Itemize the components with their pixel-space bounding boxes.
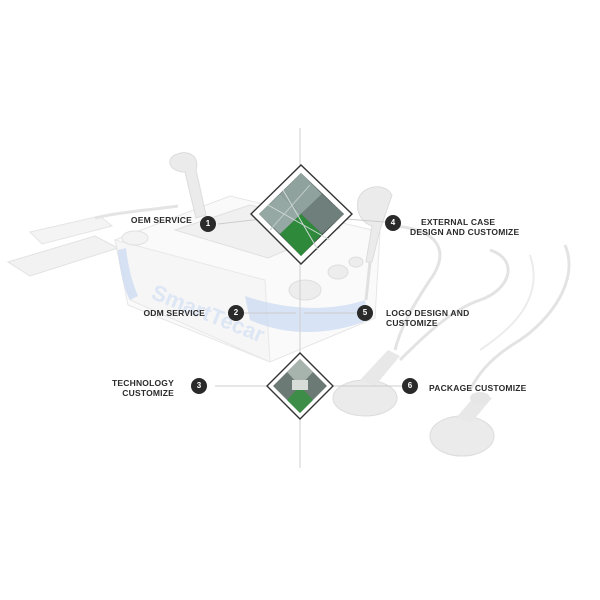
feature-badge-3: 3 [191, 378, 207, 394]
technology-photo-diamond [266, 352, 334, 420]
feature-badge-6: 6 [402, 378, 418, 394]
feature-label-external-case-line1: EXTERNAL CASE [421, 217, 496, 227]
feature-badge-5: 5 [357, 305, 373, 321]
oem-photo-diamond [250, 164, 354, 265]
feature-badge-1: 1 [200, 216, 216, 232]
feature-badge-4: 4 [385, 215, 401, 231]
feature-badge-2: 2 [228, 305, 244, 321]
feature-label-logo-design-line1: LOGO DESIGN AND [386, 308, 470, 318]
feature-label-odm-service: ODM SERVICE [143, 308, 205, 318]
feature-label-logo-design-line2: CUSTOMIZE [386, 318, 438, 328]
feature-label-package-customize: PACKAGE CUSTOMIZE [429, 383, 527, 393]
feature-label-technology-line2: CUSTOMIZE [122, 388, 174, 398]
feature-label-external-case-line2: DESIGN AND CUSTOMIZE [410, 227, 520, 237]
feature-label-technology-customize: TECHNOLOGY CUSTOMIZE [90, 378, 174, 398]
feature-label-oem-service: OEM SERVICE [130, 215, 192, 225]
feature-label-technology-line1: TECHNOLOGY [112, 378, 174, 388]
feature-label-external-case: EXTERNAL CASE DESIGN AND CUSTOMIZE [410, 217, 519, 237]
feature-label-logo-design: LOGO DESIGN AND CUSTOMIZE [386, 308, 469, 328]
